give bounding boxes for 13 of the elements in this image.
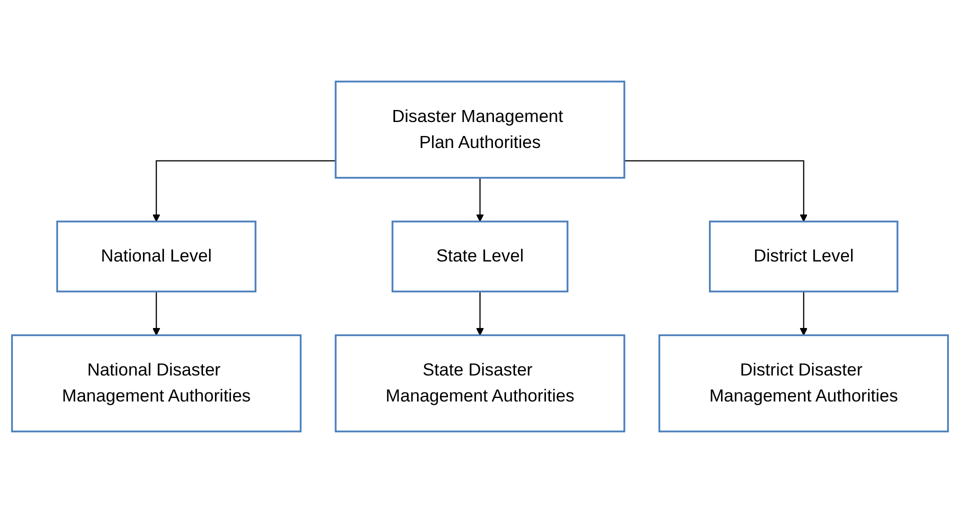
arrow — [624, 160, 808, 222]
arrow — [800, 290, 808, 336]
node-box: National Level — [56, 220, 256, 292]
arrow — [476, 177, 484, 222]
arrow — [152, 290, 160, 336]
node-box: Disaster Management Plan Authorities — [334, 80, 626, 179]
node-box: District Level — [708, 220, 898, 292]
arrow — [476, 290, 484, 336]
node-box: District Disaster Management Authorities — [658, 334, 949, 432]
arrow — [152, 160, 336, 222]
node-box: State Disaster Management Authorities — [334, 334, 626, 432]
node-box: National Disaster Management Authorities — [11, 334, 302, 432]
node-box: State Level — [392, 220, 568, 292]
